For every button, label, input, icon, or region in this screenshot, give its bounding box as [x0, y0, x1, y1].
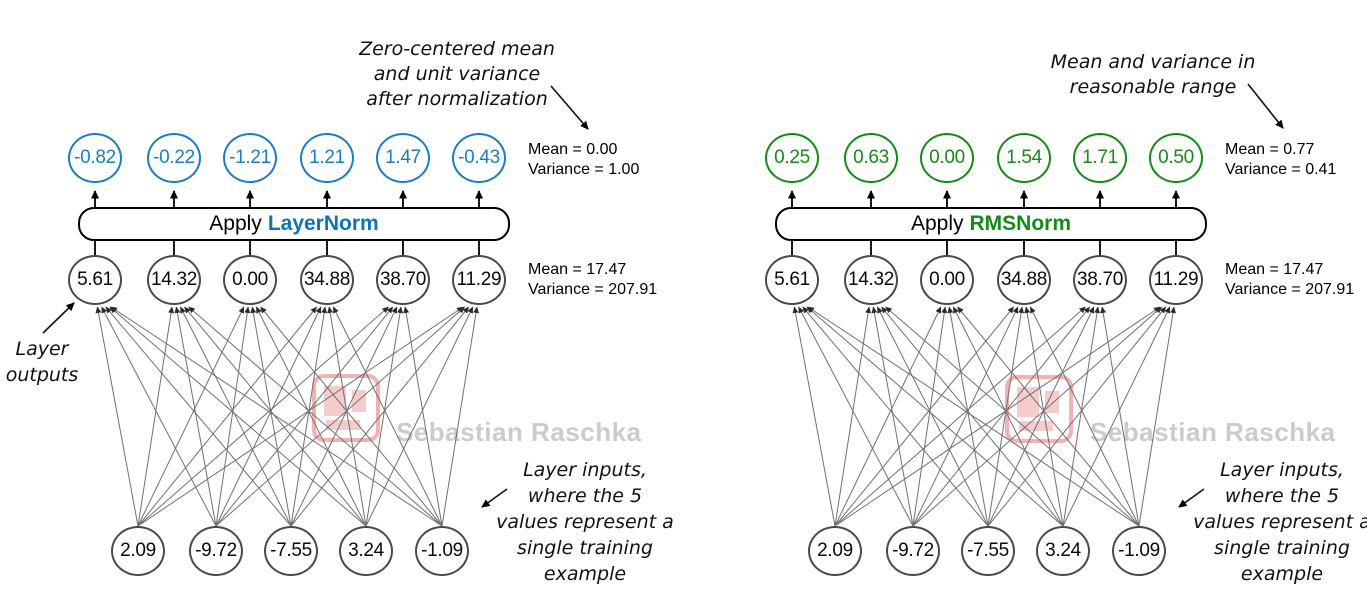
bottom-node-0: 2.09 [111, 526, 165, 576]
top-node-2: -1.21 [223, 133, 277, 183]
top-node-5: 0.50 [1149, 133, 1203, 183]
top-node-1: -0.22 [147, 133, 201, 183]
annotation-line: and unit variance [373, 63, 541, 85]
middle-node-3: 34.88 [997, 255, 1051, 305]
annotation-line: Layer [15, 338, 69, 360]
annotation-line: values represent a [1193, 511, 1367, 533]
annotation-line: single training [1214, 537, 1350, 559]
annotation-line: Mean and variance in [1050, 51, 1256, 73]
stat-line: Variance = 207.91 [1225, 281, 1355, 298]
stat-line: Variance = 1.00 [528, 161, 640, 178]
rmsnorm-output-stats: Mean = 0.77 Variance = 0.41 [1225, 140, 1336, 180]
top-node-2: 0.00 [920, 133, 974, 183]
stat-line: Mean = 17.47 [1225, 261, 1324, 278]
layernorm-output-stats: Mean = 0.00 Variance = 1.00 [528, 140, 639, 180]
annotation-line: example [1240, 563, 1324, 585]
annotation-line: Layer inputs, [1220, 459, 1344, 481]
bottom-node-1: -9.72 [886, 526, 940, 576]
stat-line: Mean = 0.00 [528, 141, 618, 158]
annotation-line: where the 5 [1224, 485, 1340, 507]
annotation-line: reasonable range [1069, 76, 1237, 98]
bottom-node-2: -7.55 [264, 526, 318, 576]
seal-mark [352, 390, 366, 412]
middle-node-0: 5.61 [765, 255, 819, 305]
apply-label: Apply [910, 212, 964, 235]
watermark-signature: Sebastian Raschka [1090, 417, 1336, 447]
bottom-node-1: -9.72 [189, 526, 243, 576]
annotation-line: where the 5 [527, 485, 643, 507]
middle-node-0: 5.61 [68, 255, 122, 305]
top-node-3: 1.54 [997, 133, 1051, 183]
stat-line: Variance = 0.41 [1225, 161, 1337, 178]
seal-mark [326, 420, 360, 430]
bottom-node-4: -1.09 [415, 526, 469, 576]
reasonable-range-annotation: Mean and variance in reasonable range [1051, 50, 1256, 100]
bottom-node-0: 2.09 [808, 526, 862, 576]
stat-line: Mean = 0.77 [1225, 141, 1315, 158]
middle-node-2: 0.00 [920, 255, 974, 305]
middle-node-5: 11.29 [452, 255, 506, 305]
bottom-node-3: 3.24 [339, 526, 393, 576]
annotation-line: single training [517, 537, 653, 559]
bottom-node-2: -7.55 [961, 526, 1015, 576]
layer-output-stats-left: Mean = 17.47 Variance = 207.91 [528, 260, 657, 300]
seal-mark [1017, 387, 1039, 417]
bottom-node-3: 3.24 [1036, 526, 1090, 576]
top-node-4: 1.71 [1073, 133, 1127, 183]
middle-node-3: 34.88 [300, 255, 354, 305]
middle-node-4: 38.70 [1073, 255, 1127, 305]
top-node-5: -0.43 [452, 133, 506, 183]
annotation-line: Layer inputs, [523, 459, 647, 481]
layer-output-stats-right: Mean = 17.47 Variance = 207.91 [1225, 260, 1354, 300]
middle-node-5: 11.29 [1149, 255, 1203, 305]
seal-mark [324, 386, 346, 416]
top-node-0: 0.25 [765, 133, 819, 183]
stat-line: Mean = 17.47 [528, 261, 627, 278]
top-node-3: 1.21 [300, 133, 354, 183]
layernorm-label: LayerNorm [267, 212, 379, 235]
top-node-4: 1.47 [376, 133, 430, 183]
annotation-line: example [543, 563, 627, 585]
rmsnorm-label: RMSNorm [969, 212, 1072, 235]
top-node-0: -0.82 [68, 133, 122, 183]
middle-node-4: 38.70 [376, 255, 430, 305]
layer-outputs-annotation: Layer outputs [6, 336, 79, 388]
zero-centered-annotation: Zero-centered mean and unit variance aft… [359, 37, 555, 112]
bottom-node-4: -1.09 [1112, 526, 1166, 576]
annotation-line: values represent a [496, 511, 674, 533]
stat-line: Variance = 207.91 [528, 281, 658, 298]
middle-node-1: 14.32 [147, 255, 201, 305]
middle-node-2: 0.00 [223, 255, 277, 305]
layer-inputs-annotation-left: Layer inputs, where the 5 values represe… [496, 457, 674, 587]
annotation-line: Zero-centered mean [359, 38, 555, 60]
watermark-signature: Sebastian Raschka [396, 417, 642, 447]
apply-label: Apply [209, 212, 262, 235]
annotation-line: after normalization [366, 88, 548, 110]
annotation-line: outputs [5, 364, 79, 386]
top-node-1: 0.63 [844, 133, 898, 183]
seal-mark [1045, 391, 1059, 413]
middle-node-1: 14.32 [844, 255, 898, 305]
layer-inputs-annotation-right: Layer inputs, where the 5 values represe… [1193, 457, 1367, 587]
